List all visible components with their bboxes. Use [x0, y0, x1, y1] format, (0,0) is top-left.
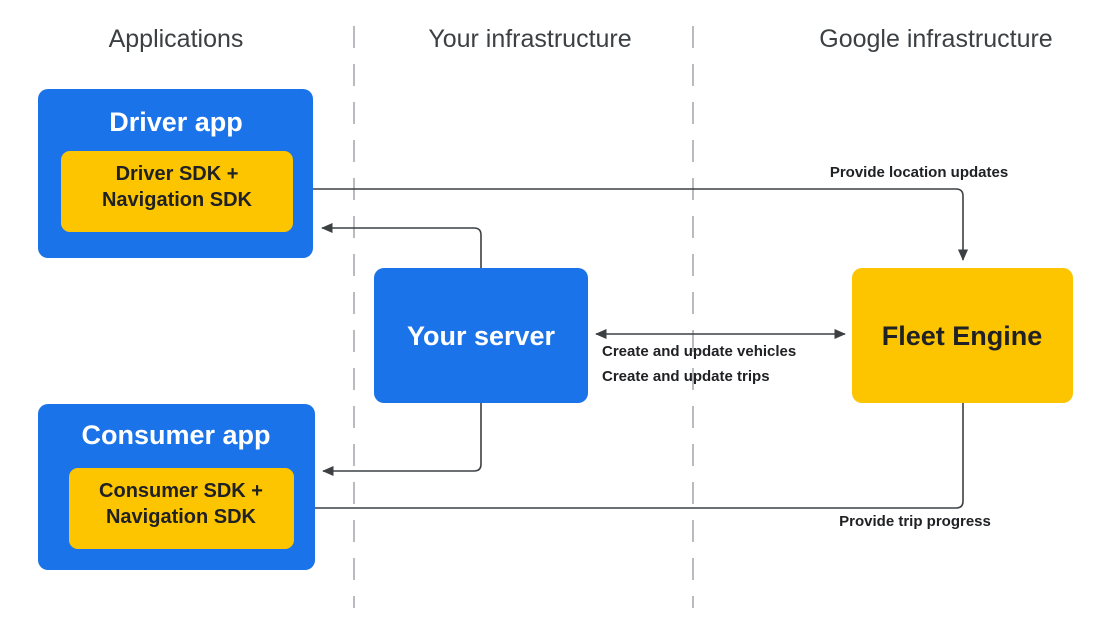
zone-divider-group: [353, 26, 694, 608]
connector-label-server-fleet-engine-1: Create and update trips: [602, 368, 770, 385]
node-fleet-engine[interactable]: Fleet Engine: [852, 268, 1073, 403]
driver-sdk-label: Driver SDK +Navigation SDK: [102, 163, 253, 211]
node-your-server[interactable]: Your server: [374, 268, 588, 403]
your-server-box: [374, 268, 588, 403]
fleet-engine-label: Fleet Engine: [882, 321, 1043, 351]
zone-header-your-infrastructure: Your infrastructure: [428, 25, 631, 53]
zone-header-applications: Applications: [109, 25, 244, 53]
zone-header-google-infrastructure: Google infrastructure: [819, 25, 1052, 53]
driver-sdk-box[interactable]: [61, 151, 293, 232]
connector-group: [293, 188, 969, 514]
your-server-label: Your server: [407, 321, 556, 351]
connector-server-to-consumer: [322, 403, 482, 477]
connector-label-trip-progress-0: Provide trip progress: [839, 513, 991, 530]
consumer-app-label: Consumer app: [81, 420, 270, 450]
connector-label-location-updates-0: Provide location updates: [830, 164, 1008, 181]
connector-server-to-driver: [321, 222, 482, 268]
connector-trip-progress: [301, 403, 964, 514]
consumer-sdk-box[interactable]: [69, 468, 294, 549]
consumer-sdk-label: Consumer SDK +Navigation SDK: [99, 480, 263, 528]
zone-header-group: Applications Your infrastructure Google …: [109, 25, 1053, 53]
connector-location-updates: [293, 188, 969, 261]
connector-label-server-fleet-engine-0: Create and update vehicles: [602, 343, 796, 360]
driver-app-label: Driver app: [109, 107, 243, 137]
fleet-engine-box: [852, 268, 1073, 403]
